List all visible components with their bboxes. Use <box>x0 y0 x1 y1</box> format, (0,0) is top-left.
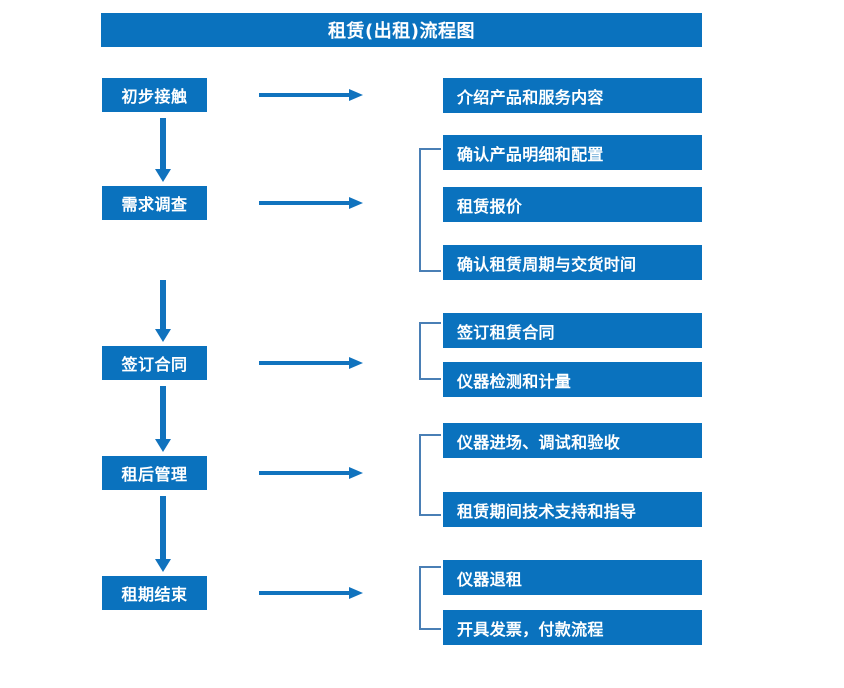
detail-box-invoice-payment[interactable]: 开具发票，付款流程 <box>443 610 702 645</box>
horizontal-arrow-5 <box>259 585 363 601</box>
vertical-arrow-2 <box>155 280 171 342</box>
stage-box-sign-contract[interactable]: 签订合同 <box>102 346 207 380</box>
horizontal-arrow-1 <box>259 87 363 103</box>
arrow-head-right-icon <box>349 587 363 599</box>
horizontal-arrow-2 <box>259 195 363 211</box>
stage-box-rental-end[interactable]: 租期结束 <box>102 576 207 610</box>
arrow-shaft <box>160 118 166 169</box>
stage-box-post-rental-management[interactable]: 租后管理 <box>102 456 207 490</box>
arrow-head-down-icon <box>155 559 171 572</box>
horizontal-arrow-3 <box>259 355 363 371</box>
arrow-shaft <box>259 471 349 475</box>
detail-box-rental-quotation[interactable]: 租赁报价 <box>443 187 702 222</box>
detail-box-sign-rental-contract[interactable]: 签订租赁合同 <box>443 313 702 348</box>
group-bracket-rental-end <box>419 566 441 630</box>
detail-box-introduce-products[interactable]: 介绍产品和服务内容 <box>443 78 702 113</box>
horizontal-arrow-4 <box>259 465 363 481</box>
arrow-head-down-icon <box>155 169 171 182</box>
stage-box-needs-survey[interactable]: 需求调查 <box>102 186 207 220</box>
arrow-head-right-icon <box>349 197 363 209</box>
arrow-head-right-icon <box>349 467 363 479</box>
group-bracket-needs-survey <box>419 148 441 272</box>
arrow-shaft <box>259 93 349 97</box>
detail-box-instrument-delivery[interactable]: 仪器进场、调试和验收 <box>443 423 702 458</box>
arrow-shaft <box>259 361 349 365</box>
vertical-arrow-4 <box>155 496 171 572</box>
vertical-arrow-3 <box>155 386 171 452</box>
arrow-shaft <box>160 280 166 329</box>
arrow-shaft <box>259 201 349 205</box>
vertical-arrow-1 <box>155 118 171 182</box>
group-bracket-post-rental <box>419 434 441 516</box>
detail-box-technical-support[interactable]: 租赁期间技术支持和指导 <box>443 492 702 527</box>
arrow-shaft <box>160 386 166 439</box>
detail-box-instrument-return[interactable]: 仪器退租 <box>443 560 702 595</box>
detail-box-instrument-inspection[interactable]: 仪器检测和计量 <box>443 362 702 397</box>
stage-box-initial-contact[interactable]: 初步接触 <box>102 78 207 112</box>
detail-box-confirm-product-details[interactable]: 确认产品明细和配置 <box>443 135 702 170</box>
arrow-head-right-icon <box>349 89 363 101</box>
arrow-head-right-icon <box>349 357 363 369</box>
diagram-title: 租赁(出租)流程图 <box>101 13 702 47</box>
arrow-shaft <box>259 591 349 595</box>
group-bracket-sign-contract <box>419 322 441 380</box>
arrow-shaft <box>160 496 166 559</box>
arrow-head-down-icon <box>155 329 171 342</box>
detail-box-confirm-rental-period[interactable]: 确认租赁周期与交货时间 <box>443 245 702 280</box>
arrow-head-down-icon <box>155 439 171 452</box>
